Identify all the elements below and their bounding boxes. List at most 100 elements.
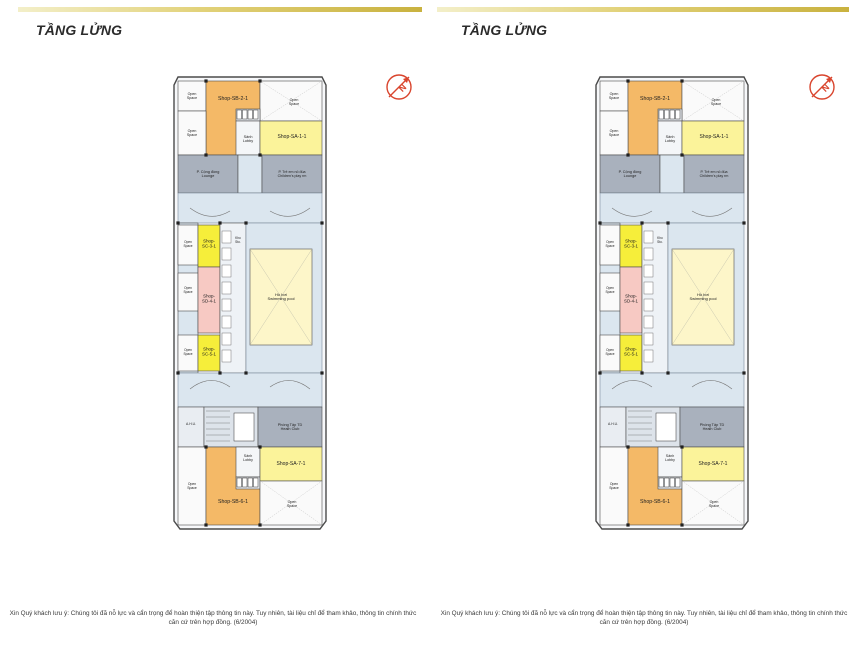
ahu-room	[177, 406, 205, 448]
structural-column	[320, 221, 324, 225]
structural-column	[626, 79, 630, 83]
structural-column	[258, 523, 262, 527]
ahu-room	[599, 406, 627, 448]
stair-curve	[269, 207, 311, 217]
structural-column	[680, 153, 684, 157]
health-club	[257, 406, 323, 448]
childrens-play-room	[261, 154, 323, 194]
structural-column	[626, 523, 630, 527]
shop-sb-2-1-label: Shop-SB-2-1	[218, 96, 248, 102]
structural-column	[258, 79, 262, 83]
service-cell	[643, 349, 654, 363]
diagonal-line	[681, 80, 745, 122]
north-compass-icon: N	[809, 74, 835, 100]
service-cell	[221, 247, 232, 261]
diagonal-line	[259, 80, 323, 122]
stair-curve	[611, 207, 653, 217]
structural-column	[666, 221, 670, 225]
gold-header-bar	[18, 7, 422, 12]
structural-column	[176, 371, 180, 375]
structural-column	[742, 221, 746, 225]
elevator-car	[658, 477, 664, 488]
shop-sd-4-1-label: Shop-SD-4-1	[624, 294, 638, 304]
elevator-car	[664, 109, 670, 120]
shop-sc-5-1-label: Shop-SC-5-1	[624, 347, 638, 357]
pool-diagonal	[671, 248, 735, 346]
service-cell	[221, 332, 232, 346]
stair-curve	[189, 207, 231, 217]
compass-arrow-head	[826, 77, 832, 83]
elevator-car	[242, 477, 248, 488]
compass-arrow-head	[403, 77, 409, 83]
elevator-car	[664, 477, 670, 488]
shop-sa-1-1-label: Shop-SA-1-1	[700, 134, 729, 140]
service-cell	[221, 349, 232, 363]
open-space-bottom-left	[177, 446, 207, 526]
north-compass-icon: N	[386, 74, 412, 100]
structural-column	[204, 523, 208, 527]
service-cell	[643, 298, 654, 312]
stair-curve	[269, 380, 311, 390]
shop-sa-7-1-label: Shop-SA-7-1	[277, 461, 306, 467]
shop-sa-7-1	[681, 446, 745, 482]
structural-column	[244, 371, 248, 375]
structural-column	[680, 79, 684, 83]
lobby-bottom	[235, 446, 261, 478]
compass-ring	[809, 74, 835, 100]
structural-column	[742, 371, 746, 375]
elevator-car	[236, 109, 242, 120]
shop-sc-5-1-label: Shop-SC-5-1	[202, 347, 216, 357]
structural-column	[680, 445, 684, 449]
elevator-car	[247, 109, 253, 120]
structural-column	[626, 445, 630, 449]
diagonal-line	[681, 480, 745, 526]
structural-column	[204, 79, 208, 83]
service-cell	[221, 281, 232, 295]
elevator-car	[675, 477, 681, 488]
service-cell	[221, 315, 232, 329]
shop-sc-3-1-label: Shop-SC-3-1	[202, 239, 216, 249]
disclaimer-note: Xin Quý khách lưu ý: Chúng tôi đã nỗ lực…	[9, 610, 417, 626]
shop-sb-6-1-label: Shop-SB-6-1	[640, 499, 670, 505]
north-terrace	[599, 192, 745, 224]
elevator-car	[253, 109, 259, 120]
elevator-car	[658, 109, 664, 120]
structural-column	[258, 153, 262, 157]
structural-column	[320, 371, 324, 375]
elevator-car	[236, 477, 242, 488]
compass-letter: N	[820, 82, 832, 94]
corridor-top	[659, 154, 685, 194]
diagonal-line	[259, 480, 323, 526]
ahu-label: A.H.U.	[186, 422, 196, 426]
structural-column	[626, 153, 630, 157]
shop-sa-1-1	[259, 120, 323, 156]
elevator-car	[675, 109, 681, 120]
structural-column	[204, 153, 208, 157]
service-cell	[643, 230, 654, 244]
open-space-top-left	[177, 80, 207, 112]
